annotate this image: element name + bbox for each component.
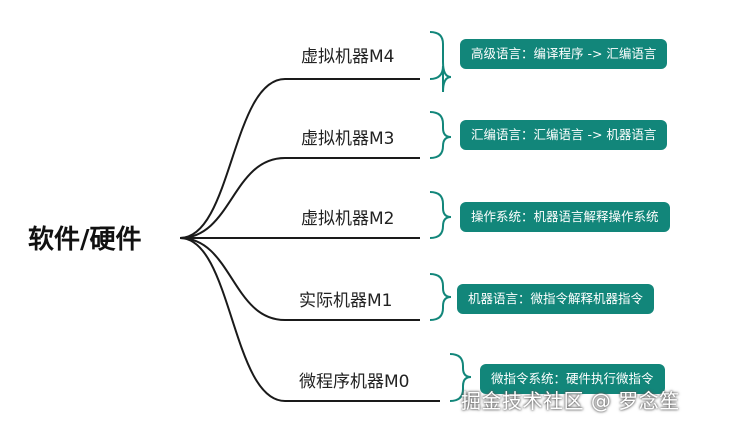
bracket-m1 xyxy=(429,273,452,321)
connector-m3 xyxy=(179,157,420,239)
node-label-m1: 实际机器M1 xyxy=(299,291,393,311)
node-label-m0: 微程序机器M0 xyxy=(299,372,410,392)
description-m0: 微指令系统：硬件执行微指令 xyxy=(480,364,665,394)
root-topic: 软件/硬件 xyxy=(28,225,142,255)
description-m4: 高级语言：编译程序 -> 汇编语言 xyxy=(460,39,668,69)
bracket-m3 xyxy=(429,111,452,159)
node-label-m3: 虚拟机器M3 xyxy=(301,129,395,149)
connector-m0 xyxy=(179,237,440,402)
bracket-m0 xyxy=(449,353,472,402)
description-m2: 操作系统：机器语言解释操作系统 xyxy=(460,202,670,232)
connector-m1 xyxy=(179,237,420,321)
node-label-m4: 虚拟机器M4 xyxy=(301,47,395,67)
bracket-m2 xyxy=(429,191,452,239)
watermark: 掘金技术社区 @ 罗念笙 xyxy=(461,389,680,413)
description-m3: 汇编语言：汇编语言 -> 机器语言 xyxy=(460,120,668,150)
bracket-m4 xyxy=(429,31,452,93)
description-m1: 机器语言：微指令解释机器指令 xyxy=(457,284,655,314)
node-label-m2: 虚拟机器M2 xyxy=(301,209,395,229)
connector-m4 xyxy=(179,78,420,239)
